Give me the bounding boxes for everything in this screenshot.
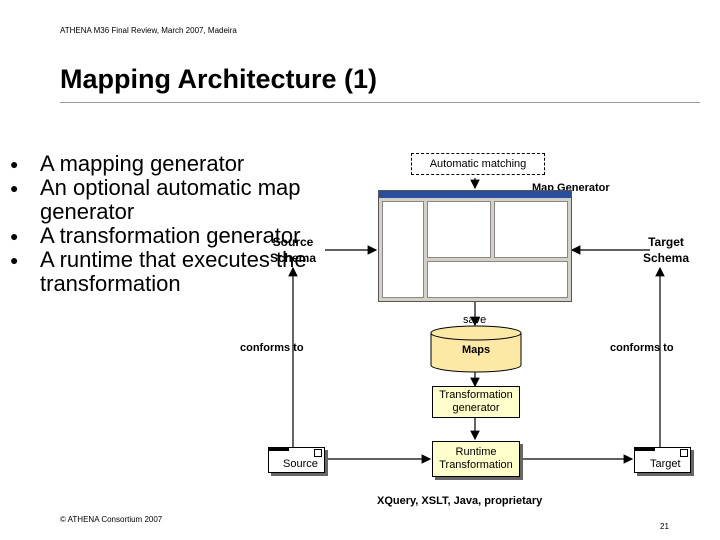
footer-copyright: © ATHENA Consortium 2007 — [60, 515, 163, 524]
bullet-icon: ● — [10, 180, 19, 196]
save-label: save — [463, 314, 487, 326]
map-generator-screenshot — [378, 190, 572, 302]
title-divider — [60, 102, 700, 103]
source-schema-label: Source Schema — [269, 235, 317, 265]
page-number: 21 — [660, 522, 669, 531]
screenshot-tree-pane — [382, 201, 424, 298]
source-window: Source — [268, 447, 325, 473]
runtime-transformation-box: Runtime Transformation — [432, 441, 520, 477]
target-label: Target — [650, 458, 681, 470]
bullet-list: ●A mapping generator ●An optional automa… — [10, 152, 310, 296]
bullet-icon: ● — [10, 228, 19, 244]
target-window: Target — [634, 447, 691, 473]
window-tab-icon — [269, 448, 289, 451]
languages-label: XQuery, XSLT, Java, proprietary — [377, 495, 543, 507]
screenshot-titlebar — [379, 191, 571, 198]
transformation-generator-box: Transformation generator — [432, 386, 520, 418]
window-box-icon — [314, 449, 322, 457]
bullet-icon: ● — [10, 156, 19, 172]
maps-label: Maps — [461, 344, 491, 356]
bullet-item: ●A transformation generator — [10, 223, 301, 248]
bullet-item: ●An optional automatic map generator — [10, 175, 301, 224]
window-box-icon — [680, 449, 688, 457]
window-tab-icon — [635, 448, 655, 451]
conforms-to-left-label: conforms to — [240, 342, 304, 354]
bullet-icon: ● — [10, 252, 19, 268]
screenshot-target-pane — [494, 201, 568, 258]
header-note: ATHENA M36 Final Review, March 2007, Mad… — [60, 26, 237, 35]
automatic-matching-box: Automatic matching — [411, 153, 545, 175]
conforms-to-right-label: conforms to — [610, 342, 674, 354]
screenshot-mapping-pane — [427, 261, 568, 298]
source-label: Source — [283, 458, 318, 470]
slide-title: Mapping Architecture (1) — [60, 64, 378, 94]
maps-store-icon — [430, 325, 522, 373]
screenshot-source-pane — [427, 201, 491, 258]
bullet-item: ●A mapping generator — [10, 151, 245, 176]
target-schema-label: Target Schema — [642, 235, 690, 265]
bullet-item: ●A runtime that executes the transformat… — [10, 247, 307, 296]
